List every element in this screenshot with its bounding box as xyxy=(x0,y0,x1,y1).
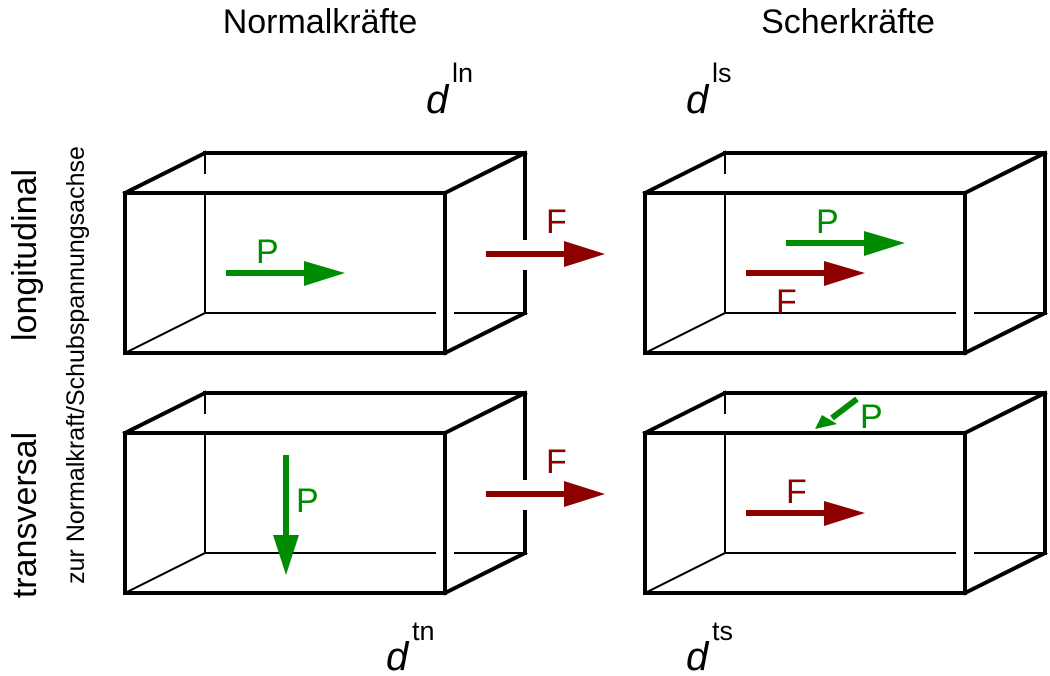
label-F-ln: F xyxy=(546,203,567,241)
svg-text:d: d xyxy=(386,635,410,676)
box-transversal-shear xyxy=(642,390,1048,596)
svg-text:d: d xyxy=(426,78,450,122)
depth-edge xyxy=(642,150,728,196)
label-P-ts: P xyxy=(860,398,883,436)
label-d-ln: d ln xyxy=(426,58,473,122)
label-P-tn: P xyxy=(296,482,319,520)
label-F-tn: F xyxy=(546,443,567,481)
arrow-P-ln xyxy=(226,261,345,286)
depth-edge xyxy=(122,150,208,196)
depth-edge xyxy=(962,310,1048,356)
label-P-ls: P xyxy=(816,203,839,241)
label-d-ls: d ls xyxy=(686,58,732,122)
arrow-P-tn xyxy=(273,455,299,575)
arrow-P-ls xyxy=(786,231,905,256)
arrow-P-ts xyxy=(815,396,859,429)
depth-edge xyxy=(442,150,528,196)
svg-text:ts: ts xyxy=(712,616,733,646)
depth-edge xyxy=(122,390,208,436)
arrow-F-ls xyxy=(746,261,865,286)
depth-edge xyxy=(442,390,528,436)
label-P-ln: P xyxy=(256,233,279,271)
label-d-tn: d tn xyxy=(386,616,435,676)
axis-note: zur Normalkraft/Schubspannungsachse xyxy=(62,146,90,584)
box-transversal-normal xyxy=(122,390,528,596)
hidden-edge xyxy=(643,551,727,595)
depth-edge xyxy=(962,550,1048,596)
svg-text:d: d xyxy=(686,78,710,122)
arrow-F-ln xyxy=(486,240,605,270)
column-heading-normal: Normalkräfte xyxy=(223,3,418,41)
box-longitudinal-shear xyxy=(642,150,1048,356)
hidden-edge xyxy=(123,311,207,355)
depth-edge xyxy=(442,550,528,596)
depth-edge xyxy=(962,390,1048,436)
hidden-edge xyxy=(643,311,727,355)
row-heading-longitudinal: longitudinal xyxy=(6,169,44,341)
row-heading-transversal: transversal xyxy=(6,432,44,598)
column-heading-shear: Scherkräfte xyxy=(761,3,935,41)
svg-text:ls: ls xyxy=(712,58,732,88)
box-longitudinal-normal xyxy=(122,150,528,356)
svg-text:d: d xyxy=(686,635,710,676)
arrow-F-ts xyxy=(746,501,865,526)
label-d-ts: d ts xyxy=(686,616,733,676)
depth-edge xyxy=(642,390,728,436)
hidden-edge xyxy=(123,551,207,595)
label-F-ts: F xyxy=(786,473,807,511)
depth-edge xyxy=(962,150,1048,196)
label-F-ls: F xyxy=(776,283,797,321)
depth-edge xyxy=(442,310,528,356)
svg-text:ln: ln xyxy=(452,58,473,88)
svg-text:tn: tn xyxy=(412,616,435,646)
arrow-F-tn xyxy=(486,480,605,510)
